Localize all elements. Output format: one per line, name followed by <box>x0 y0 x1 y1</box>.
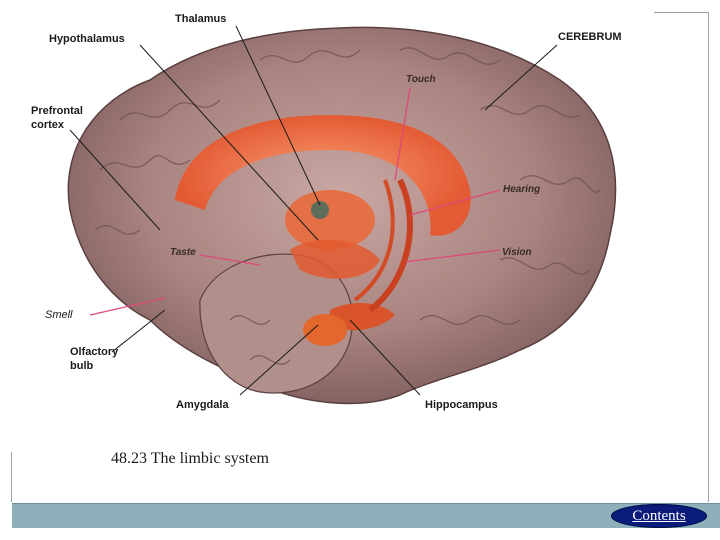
label-olfactory-line1: Olfactory <box>70 346 119 358</box>
label-vision: Vision <box>502 247 532 258</box>
limbic-system-figure: Thalamus Hypothalamus CEREBRUM Touch Pre… <box>0 0 720 445</box>
label-olfactory-line2: bulb <box>70 360 93 372</box>
label-smell: Smell <box>45 309 73 321</box>
label-hippocampus: Hippocampus <box>425 399 498 411</box>
contents-button[interactable]: Contents <box>611 504 707 528</box>
label-prefrontal-line1: Prefrontal <box>31 105 83 117</box>
contents-link-label[interactable]: Contents <box>632 508 685 525</box>
figure-caption: 48.23 The limbic system <box>111 450 269 468</box>
label-thalamus: Thalamus <box>175 13 226 25</box>
label-amygdala: Amygdala <box>176 399 229 411</box>
label-prefrontal-line2: cortex <box>31 119 65 131</box>
label-hypothalamus: Hypothalamus <box>49 33 125 45</box>
label-touch: Touch <box>406 74 436 85</box>
slide-frame-left <box>11 452 12 502</box>
label-hearing: Hearing <box>503 184 540 195</box>
label-cerebrum: CEREBRUM <box>558 31 622 43</box>
label-taste: Taste <box>170 247 196 258</box>
